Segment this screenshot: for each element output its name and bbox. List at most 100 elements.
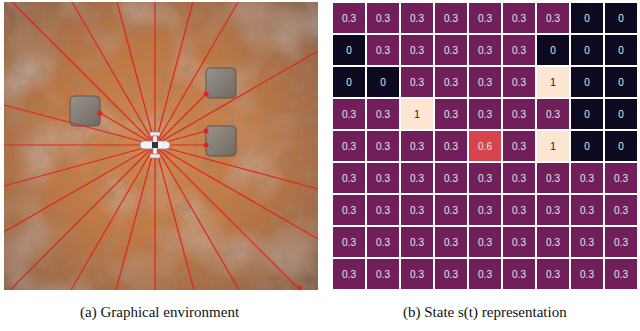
cell-value: 0	[380, 77, 386, 88]
grid-cell: 0.3	[571, 163, 603, 193]
grid-cell: 0.3	[571, 195, 603, 225]
cell-value: 0.3	[478, 45, 492, 56]
sensor-rays	[4, 2, 318, 290]
cell-value: 0	[618, 109, 624, 120]
grid-cell: 0.3	[367, 163, 399, 193]
cell-value: 0.3	[580, 269, 594, 280]
grid-cell: 0.3	[367, 131, 399, 161]
cell-value: 0.3	[478, 237, 492, 248]
grid-cell: 0	[571, 99, 603, 129]
subfigure-caption: (a) Graphical environment	[80, 304, 239, 321]
environment-illustration	[4, 2, 318, 290]
cell-value: 0.3	[614, 237, 628, 248]
cell-value: 0.3	[546, 109, 560, 120]
cell-value: 0.3	[512, 109, 526, 120]
grid-cell: 0	[605, 131, 637, 161]
cell-value: 0	[584, 13, 590, 24]
grid-cell: 0.3	[367, 99, 399, 129]
grid-cell: 0.3	[503, 131, 535, 161]
cell-value: 0.3	[546, 205, 560, 216]
cell-value: 0.3	[410, 13, 424, 24]
cell-value: 0.3	[614, 205, 628, 216]
cell-value: 0.3	[342, 141, 356, 152]
cell-value: 0.3	[478, 77, 492, 88]
cell-value: 0.3	[478, 173, 492, 184]
grid-cell: 0.3	[435, 131, 467, 161]
grid-cell: 0.3	[333, 163, 365, 193]
cell-value: 0.3	[614, 173, 628, 184]
grid-cell: 0.3	[435, 99, 467, 129]
grid-cell: 0.3	[503, 163, 535, 193]
cell-value: 0.3	[512, 13, 526, 24]
cell-value: 0.6	[478, 141, 492, 152]
grid-cell: 0.3	[401, 131, 433, 161]
cell-value: 0.3	[580, 205, 594, 216]
cell-value: 0.3	[376, 141, 390, 152]
cell-value: 0.3	[546, 237, 560, 248]
grid-cell: 0.3	[503, 35, 535, 65]
grid-cell: 0.3	[537, 99, 569, 129]
cell-value: 0.3	[342, 109, 356, 120]
rock-obstacle	[206, 68, 236, 98]
grid-cell: 0.3	[435, 227, 467, 257]
grid-cell: 0.3	[401, 3, 433, 33]
grid-cell: 0.3	[605, 227, 637, 257]
cell-value: 0.3	[512, 269, 526, 280]
grid-cell: 0.3	[537, 195, 569, 225]
cell-value: 0.3	[546, 173, 560, 184]
cell-value: 0.3	[410, 205, 424, 216]
cell-value: 0.3	[376, 109, 390, 120]
cell-value: 0	[346, 77, 352, 88]
cell-value: 0.3	[546, 13, 560, 24]
cell-value: 0	[584, 141, 590, 152]
grid-cell: 0.3	[469, 259, 501, 289]
grid-cell: 0	[605, 99, 637, 129]
cell-value: 0.3	[342, 205, 356, 216]
cell-value: 0.3	[342, 237, 356, 248]
grid-cell: 0	[571, 35, 603, 65]
grid-cell: 0.3	[469, 163, 501, 193]
grid-cell: 0.3	[333, 99, 365, 129]
grid-cell: 0.3	[435, 259, 467, 289]
grid-cell: 0.3	[435, 195, 467, 225]
cell-value: 0.3	[512, 45, 526, 56]
cell-value: 0.3	[478, 109, 492, 120]
cell-value: 0	[584, 109, 590, 120]
grid-cell: 0.3	[435, 3, 467, 33]
cell-value: 0.3	[342, 13, 356, 24]
cell-value: 1	[550, 141, 556, 152]
cell-value: 0.3	[512, 77, 526, 88]
grid-cell: 0	[333, 35, 365, 65]
grid-cell: 1	[537, 67, 569, 97]
cell-value: 0.3	[376, 173, 390, 184]
grid-cell: 0	[605, 3, 637, 33]
grid-cell: 0.3	[571, 259, 603, 289]
cell-value: 0.3	[410, 141, 424, 152]
grid-cell: 0.3	[537, 3, 569, 33]
cell-value: 0.3	[376, 45, 390, 56]
cell-value: 0.3	[410, 77, 424, 88]
rock-obstacle	[70, 96, 100, 126]
cell-value: 0.3	[376, 205, 390, 216]
grid-cell: 0.3	[367, 227, 399, 257]
grid-cell: 0.3	[605, 195, 637, 225]
cell-value: 0	[346, 45, 352, 56]
cell-value: 0.3	[410, 237, 424, 248]
cell-value: 0.3	[444, 173, 458, 184]
cell-value: 0.3	[546, 269, 560, 280]
grid-cell: 0	[571, 67, 603, 97]
subfigure-caption: (b) State s(t) representation	[403, 304, 567, 321]
cell-value: 0.3	[614, 269, 628, 280]
cell-value: 0	[618, 13, 624, 24]
grid-cell: 1	[401, 99, 433, 129]
grid-cell: 0.3	[435, 163, 467, 193]
grid-cell: 0.3	[333, 195, 365, 225]
grid-cell: 0.3	[401, 259, 433, 289]
grid-cell: 0.3	[537, 163, 569, 193]
vehicle	[140, 132, 170, 158]
state-grid: 0.30.30.30.30.30.30.30000.30.30.30.30.30…	[332, 2, 638, 290]
grid-cell: 0.3	[469, 67, 501, 97]
grid-cell: 0.3	[469, 35, 501, 65]
cell-value: 0.3	[376, 237, 390, 248]
cell-value: 0.3	[512, 141, 526, 152]
